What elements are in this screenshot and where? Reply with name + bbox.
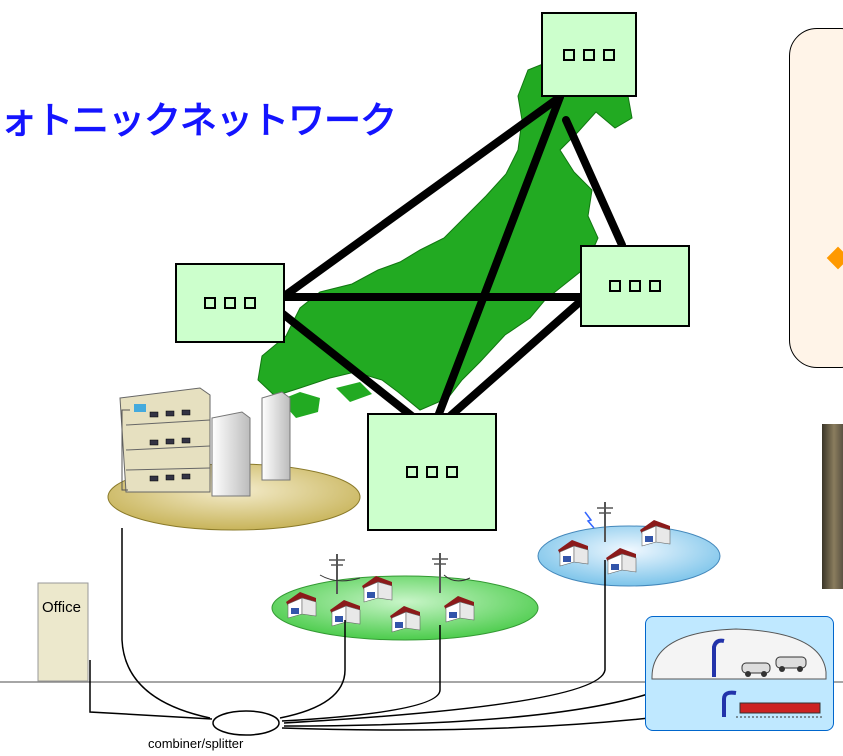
link-left-center — [279, 310, 436, 436]
office-building-icon — [37, 582, 89, 682]
car-icon — [775, 656, 807, 672]
core-links — [279, 93, 626, 436]
indicator-icon — [609, 280, 621, 292]
network-node-center — [367, 413, 497, 531]
network-node-top — [541, 12, 637, 97]
indicator-icon — [204, 297, 216, 309]
office-building-icon — [119, 387, 211, 493]
callout-box — [789, 28, 843, 368]
apartment-building-icon — [211, 391, 291, 497]
indicator-icon — [629, 280, 641, 292]
indicator-icon — [244, 297, 256, 309]
page-title: ォトニックネットワーク — [0, 99, 397, 142]
indicator-icon — [426, 466, 438, 478]
link-top-right — [562, 116, 626, 249]
car-icon — [741, 662, 771, 677]
transport-area — [645, 616, 834, 731]
train-icon — [736, 702, 824, 718]
link-right-center — [428, 296, 586, 436]
link-top-left — [279, 93, 564, 301]
network-node-right — [580, 245, 690, 327]
indicator-icon — [446, 466, 458, 478]
link-top-center — [428, 93, 564, 436]
indicator-icon — [603, 48, 615, 61]
indicator-icon — [406, 466, 418, 478]
indicator-icon — [224, 297, 236, 309]
indicator-icon — [649, 280, 661, 292]
combiner-splitter-icon — [212, 710, 280, 736]
combiner-splitter-label: combiner/splitter — [148, 736, 244, 751]
photo-image — [822, 424, 843, 589]
tunnel-icon — [651, 628, 827, 718]
residential-area — [271, 552, 539, 641]
rural-area — [537, 501, 721, 587]
office-label: Office — [42, 599, 81, 616]
access-fibers — [89, 528, 701, 731]
indicator-icon — [583, 48, 595, 61]
business-district — [107, 387, 361, 531]
indicator-icon — [563, 48, 575, 61]
network-node-left — [175, 263, 285, 343]
